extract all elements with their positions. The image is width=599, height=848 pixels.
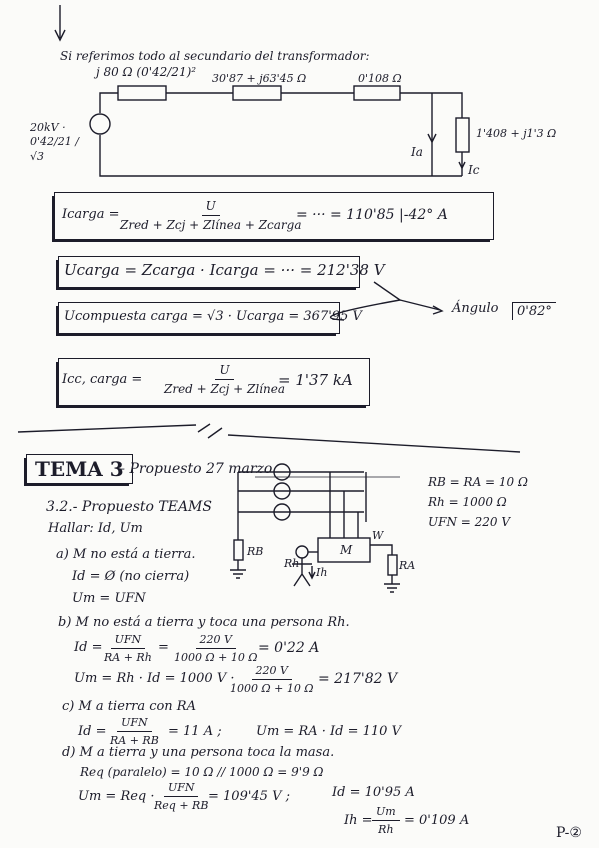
rb-label: RB bbox=[247, 545, 264, 558]
icarga-result: = ··· = 110'85 |-42° A bbox=[296, 207, 448, 223]
icc-result: = 1'37 kA bbox=[278, 371, 353, 389]
part-b-um-den: 1000 Ω + 10 Ω bbox=[230, 682, 314, 695]
icarga-lhs: Icarga = bbox=[62, 207, 120, 222]
hallar-text: Hallar: Id, Um bbox=[48, 521, 143, 536]
line-impedance-label: 30'87 + j63'45 Ω bbox=[212, 72, 307, 85]
part-d-req: Req (paralelo) = 10 Ω // 1000 Ω = 9'9 Ω bbox=[80, 765, 324, 779]
part-b-id-num: UFN bbox=[110, 633, 146, 649]
part-c-um: Um = RA · Id = 110 V bbox=[256, 724, 401, 739]
ucarga-box bbox=[58, 256, 360, 288]
part-b-id-eq: = bbox=[158, 640, 169, 655]
part-b-id-lhs: Id = bbox=[74, 640, 103, 655]
part-b-id-frac: UFN RA + Rh bbox=[100, 633, 156, 664]
ih-label: Ih bbox=[316, 566, 328, 579]
part-d-ih-lhs: Ih = bbox=[344, 813, 373, 828]
part-b-um-num: 220 V bbox=[251, 664, 292, 680]
part-b-id-den2: 1000 Ω + 10 Ω bbox=[174, 651, 258, 664]
trafo-impedance-label: j 80 Ω (0'42/21)² bbox=[96, 65, 197, 79]
part-d-id: Id = 10'95 A bbox=[332, 785, 415, 800]
given-rh: Rh = 1000 Ω bbox=[428, 495, 507, 509]
ucomp-box bbox=[58, 302, 340, 334]
part-d-um-lhs: Um = Req · bbox=[78, 789, 155, 804]
part-c-title: c) M a tierra con RA bbox=[62, 699, 196, 714]
part-a-um: Um = UFN bbox=[72, 591, 146, 606]
icc-box bbox=[58, 358, 370, 406]
circuit-1 bbox=[89, 85, 470, 177]
angle-label: Ángulo bbox=[452, 301, 499, 316]
icc-fraction: U Zred + Zcj + Zlínea bbox=[160, 363, 289, 396]
part-c-id-result: = 11 A ; bbox=[168, 724, 222, 739]
icc-den: Zred + Zcj + Zlínea bbox=[164, 382, 286, 396]
part-d-ih-result: = 0'109 A bbox=[404, 813, 470, 828]
icarga-den: Zred + Zcj + Zlínea + Zcarga bbox=[120, 218, 302, 232]
m-label: M bbox=[340, 543, 353, 557]
part-d-um-den: Req + RB bbox=[154, 799, 209, 812]
part-d-ih-frac: Um Rh bbox=[372, 805, 400, 836]
part-d-um-result: = 109'45 V ; bbox=[208, 789, 290, 804]
part-b-um-frac: 220 V 1000 Ω + 10 Ω bbox=[226, 664, 317, 695]
current-c-label: Ic bbox=[468, 163, 480, 177]
w-label: W bbox=[372, 529, 384, 542]
part-c-id-den: RA + RB bbox=[110, 734, 159, 747]
part-d-um-num: UFN bbox=[163, 781, 199, 797]
current-a-label: Ia bbox=[411, 145, 423, 159]
small-impedance-label: 0'108 Ω bbox=[358, 72, 402, 85]
part-a-title: a) M no está a tierra. bbox=[56, 547, 196, 562]
icarga-num: U bbox=[201, 199, 220, 216]
part-d-ih-num: Um bbox=[372, 805, 400, 821]
section-title: 3.2.- Propuesto TEAMS bbox=[46, 499, 212, 515]
page-number: P-② bbox=[556, 825, 582, 841]
top-arrow bbox=[54, 5, 66, 42]
part-a-id: Id = Ø (no cierra) bbox=[72, 569, 190, 584]
part-b-title: b) M no está a tierra y toca una persona… bbox=[58, 615, 350, 630]
load-impedance-label: 1'408 + j1'3 Ω bbox=[476, 127, 557, 140]
tema-title: TEMA 3 bbox=[26, 454, 133, 484]
part-b-id-den: RA + Rh bbox=[104, 651, 152, 664]
intro-text: Si referimos todo al secundario del tran… bbox=[60, 49, 370, 63]
icarga-fraction: U Zred + Zcj + Zlínea + Zcarga bbox=[116, 199, 305, 232]
part-b-id-result: = 0'22 A bbox=[258, 640, 320, 656]
source-label: 20kV · 0'42/21 / √3 bbox=[30, 121, 79, 163]
icc-num: U bbox=[215, 363, 234, 380]
separator-lines bbox=[17, 423, 521, 478]
part-c-id-lhs: Id = bbox=[78, 724, 107, 739]
part-c-id-frac: UFN RA + RB bbox=[106, 716, 163, 747]
rh-label: Rh bbox=[284, 557, 300, 570]
part-d-title: d) M a tierra y una persona toca la masa… bbox=[62, 745, 335, 760]
part-b-id-frac2: 220 V 1000 Ω + 10 Ω bbox=[170, 633, 261, 664]
icarga-box bbox=[54, 192, 494, 240]
part-b-um-result: = 217'82 V bbox=[318, 671, 398, 687]
circuit-2 bbox=[230, 463, 400, 593]
icc-lhs: Icc, carga = bbox=[62, 372, 143, 387]
given-ufn: UFN = 220 V bbox=[428, 515, 511, 529]
angle-link bbox=[330, 281, 444, 321]
tema-subtitle: – Propuesto 27 marzo bbox=[118, 461, 273, 477]
part-d-um-frac: UFN Req + RB bbox=[150, 781, 212, 812]
given-resistances: RB = RA = 10 Ω bbox=[428, 475, 528, 489]
part-b-id-num2: 220 V bbox=[195, 633, 236, 649]
ucarga-eq: Ucarga = Zcarga · Icarga = ··· = 212'38 … bbox=[64, 261, 385, 279]
angle-value: 0'82° bbox=[512, 302, 556, 320]
ra-label: RA bbox=[399, 559, 416, 572]
part-d-ih-den: Rh bbox=[378, 823, 394, 836]
ucomp-eq: Ucompuesta carga = √3 · Ucarga = 367'95 … bbox=[64, 309, 362, 324]
part-c-id-num: UFN bbox=[117, 716, 152, 732]
part-b-um-lhs: Um = Rh · Id = 1000 V · bbox=[74, 671, 235, 686]
